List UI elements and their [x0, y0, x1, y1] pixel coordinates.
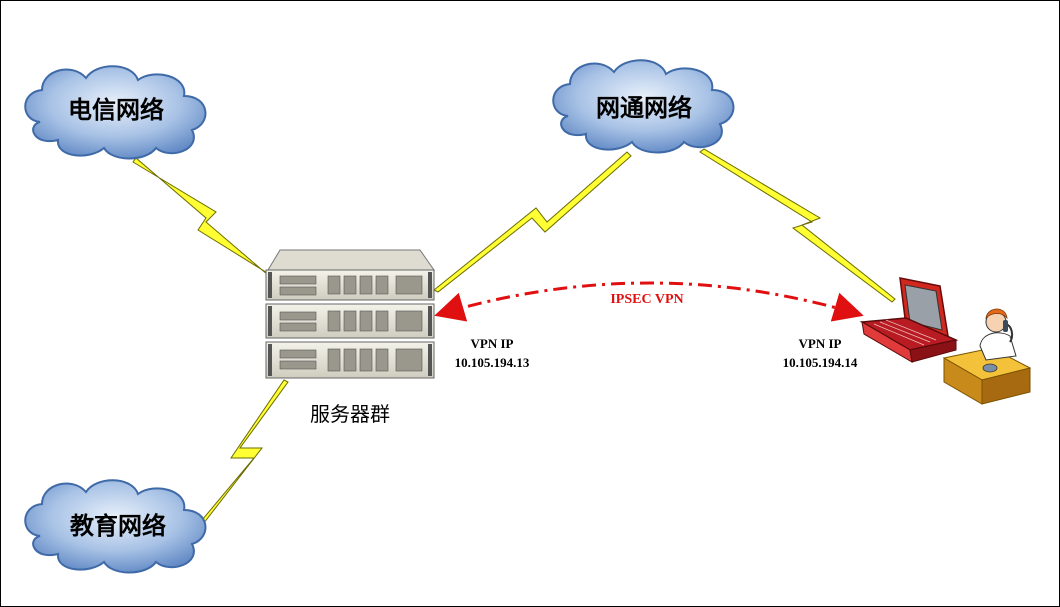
education-network-label: 教育网络: [70, 512, 166, 540]
telecom-network-label: 电信网络: [68, 96, 164, 124]
client-vpn-ip-label: VPN IP: [799, 336, 842, 351]
client-vpn-ip-value: 10.105.194.14: [783, 355, 858, 370]
server-vpn-ip-label: VPN IP: [471, 336, 514, 351]
lightning-bolt-icon: [132, 157, 278, 282]
cloud-icon: [24, 479, 207, 574]
netcom-network-cloud: 网通网络: [552, 59, 735, 154]
server-vpn-ip: VPN IP 10.105.194.13: [455, 336, 530, 370]
rack-server-icon: [265, 249, 435, 379]
lightning-bolt-icon: [699, 148, 896, 303]
lightning-telecom-to-server: [132, 157, 278, 282]
vpn-tunnel-label: IPSEC VPN: [610, 292, 683, 307]
lightning-bolt-icon: [433, 151, 632, 293]
lightning-netcom-to-server: [433, 151, 632, 293]
server-cluster-label: 服务器群: [310, 402, 390, 426]
server-cluster: 服务器群: [265, 249, 435, 426]
client-vpn-ip: VPN IP 10.105.194.14: [783, 336, 858, 370]
lightning-server-to-education: [196, 379, 289, 529]
education-network-cloud: 教育网络: [24, 479, 207, 574]
cloud-icon: [552, 59, 735, 154]
lightning-bolt-icon: [196, 379, 289, 529]
laptop-icon: [859, 277, 959, 363]
remote-user: [942, 308, 1032, 405]
netcom-network-label: 网通网络: [596, 94, 692, 122]
lightning-netcom-to-laptop: [699, 148, 896, 303]
ipsec-vpn-tunnel: IPSEC VPN: [434, 281, 864, 322]
laptop-client: [859, 277, 959, 363]
person-at-desk-icon: [942, 308, 1032, 405]
server-vpn-ip-value: 10.105.194.13: [455, 355, 530, 370]
telecom-network-cloud: 电信网络: [24, 65, 207, 160]
vpn-tunnel-arrow: [434, 281, 864, 322]
cloud-icon: [24, 65, 207, 160]
